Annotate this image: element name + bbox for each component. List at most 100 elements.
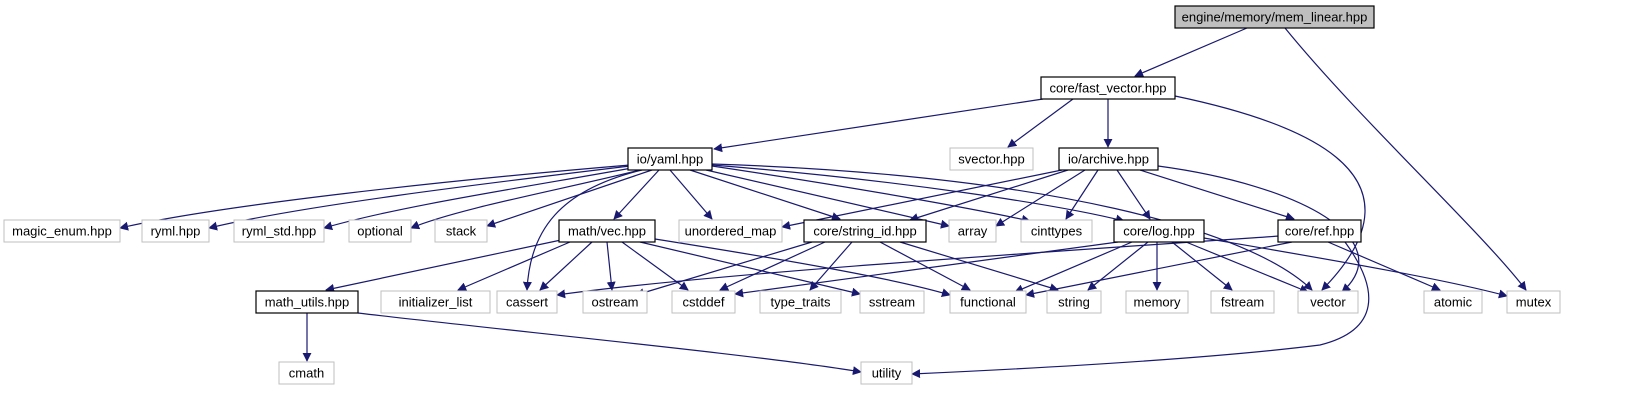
node-label: svector.hpp: [958, 152, 1025, 167]
node-string-id[interactable]: core/string_id.hpp: [803, 219, 927, 243]
node-optional[interactable]: optional: [348, 219, 412, 243]
node-cinttypes[interactable]: cinttypes: [1020, 219, 1093, 243]
edge-ref-to-atomic: [1327, 241, 1441, 291]
node-label: sstream: [869, 295, 915, 310]
node-label: cstddef: [683, 295, 725, 310]
edge-fast-vector-to-vector: [1174, 95, 1366, 291]
node-label: math/vec.hpp: [568, 224, 646, 239]
edge-log-to-functional: [1014, 241, 1133, 293]
edge-string-id-to-string: [899, 241, 1059, 292]
node-type-traits[interactable]: type_traits: [759, 290, 842, 314]
node-math-utils[interactable]: math_utils.hpp: [255, 290, 359, 314]
node-stack[interactable]: stack: [434, 219, 488, 243]
node-cmath[interactable]: cmath: [278, 361, 335, 385]
node-fast-vector[interactable]: core/fast_vector.hpp: [1040, 76, 1176, 100]
node-label: io/yaml.hpp: [637, 152, 703, 167]
node-box: [1020, 219, 1093, 243]
node-box: [1125, 290, 1189, 314]
node-ostream[interactable]: ostream: [582, 290, 648, 314]
node-label: functional: [960, 295, 1016, 310]
edge-string-id-to-cstddef: [719, 241, 826, 291]
node-ryml-std[interactable]: ryml_std.hpp: [233, 219, 325, 243]
edge-fast-vector-to-yaml: [713, 98, 1044, 153]
edge-yaml-to-cinttypes: [711, 165, 1031, 224]
node-label: ryml.hpp: [151, 224, 201, 239]
edge-fast-vector-to-svector: [1007, 98, 1074, 148]
node-yaml[interactable]: io/yaml.hpp: [627, 147, 713, 171]
node-vec[interactable]: math/vec.hpp: [558, 219, 656, 243]
edge-yaml-to-magic-enum: [119, 164, 631, 231]
node-cassert[interactable]: cassert: [496, 290, 558, 314]
node-label: vector: [1310, 295, 1346, 310]
edge-vec-to-sstream: [639, 241, 861, 297]
edge-archive-to-ref: [1139, 169, 1295, 221]
node-atomic[interactable]: atomic: [1423, 290, 1483, 314]
node-label: initializer_list: [399, 295, 473, 310]
node-cstddef[interactable]: cstddef: [671, 290, 736, 314]
node-utility[interactable]: utility: [860, 361, 913, 385]
edge-yaml-to-log: [711, 164, 1125, 224]
edge-ref-to-functional: [1025, 241, 1293, 298]
node-string[interactable]: string: [1046, 290, 1102, 314]
node-box: [949, 147, 1034, 171]
node-functional[interactable]: functional: [949, 290, 1027, 314]
edge-vec-to-ostream: [606, 241, 616, 291]
node-ryml[interactable]: ryml.hpp: [141, 219, 210, 243]
node-box: [496, 290, 558, 314]
node-memory[interactable]: memory: [1125, 290, 1189, 314]
node-sstream[interactable]: sstream: [859, 290, 925, 314]
node-box: [759, 290, 842, 314]
node-label: stack: [446, 224, 477, 239]
edge-math-utils-to-utility: [357, 312, 862, 376]
node-box: [1174, 5, 1375, 29]
node-svector[interactable]: svector.hpp: [949, 147, 1034, 171]
edge-vec-to-cstddef: [621, 241, 689, 291]
node-label: atomic: [1434, 295, 1473, 310]
node-box: [278, 361, 335, 385]
node-array[interactable]: array: [948, 219, 997, 243]
node-box: [348, 219, 412, 243]
node-label: cmath: [289, 366, 324, 381]
edge-yaml-to-stack: [486, 169, 653, 228]
edge-string-id-to-type-traits: [809, 241, 853, 291]
node-box: [233, 219, 325, 243]
node-label: engine/memory/mem_linear.hpp: [1182, 10, 1368, 25]
edge-vec-to-functional: [654, 238, 951, 297]
node-archive[interactable]: io/archive.hpp: [1058, 147, 1159, 171]
edge-log-to-fstream: [1171, 241, 1233, 291]
node-box: [3, 219, 121, 243]
edge-archive-to-log: [1116, 169, 1151, 220]
node-label: type_traits: [771, 295, 831, 310]
node-initializer-list[interactable]: initializer_list: [380, 290, 491, 314]
edge-archive-to-cinttypes: [1065, 169, 1099, 220]
node-fstream[interactable]: fstream: [1210, 290, 1275, 314]
node-box: [582, 290, 648, 314]
edge-yaml-to-array: [705, 169, 950, 229]
edge-root-to-fast-vector: [1134, 27, 1248, 77]
node-label: string: [1058, 295, 1090, 310]
node-log[interactable]: core/log.hpp: [1113, 219, 1205, 243]
edge-vec-to-initializer-list: [457, 241, 571, 291]
node-box: [558, 219, 656, 243]
edge-archive-to-unordered-map: [781, 169, 1063, 230]
node-unordered-map[interactable]: unordered_map: [678, 219, 783, 243]
node-box: [1046, 290, 1102, 314]
node-label: optional: [357, 224, 403, 239]
edge-root-to-mutex: [1284, 27, 1527, 291]
node-magic-enum[interactable]: magic_enum.hpp: [3, 219, 121, 243]
node-box: [860, 361, 913, 385]
node-ref[interactable]: core/ref.hpp: [1277, 219, 1362, 243]
node-label: core/ref.hpp: [1285, 224, 1354, 239]
edge-yaml-to-vector: [711, 163, 1313, 291]
node-label: core/fast_vector.hpp: [1049, 81, 1166, 96]
node-mutex[interactable]: mutex: [1506, 290, 1561, 314]
node-box: [1506, 290, 1561, 314]
node-label: mutex: [1516, 295, 1552, 310]
node-vector[interactable]: vector: [1297, 290, 1359, 314]
node-box: [678, 219, 783, 243]
node-box: [434, 219, 488, 243]
nodes: engine/memory/mem_linear.hpp core/fast_ve…: [3, 5, 1561, 385]
node-label: ostream: [592, 295, 639, 310]
edge-vec-to-cassert: [539, 241, 593, 291]
